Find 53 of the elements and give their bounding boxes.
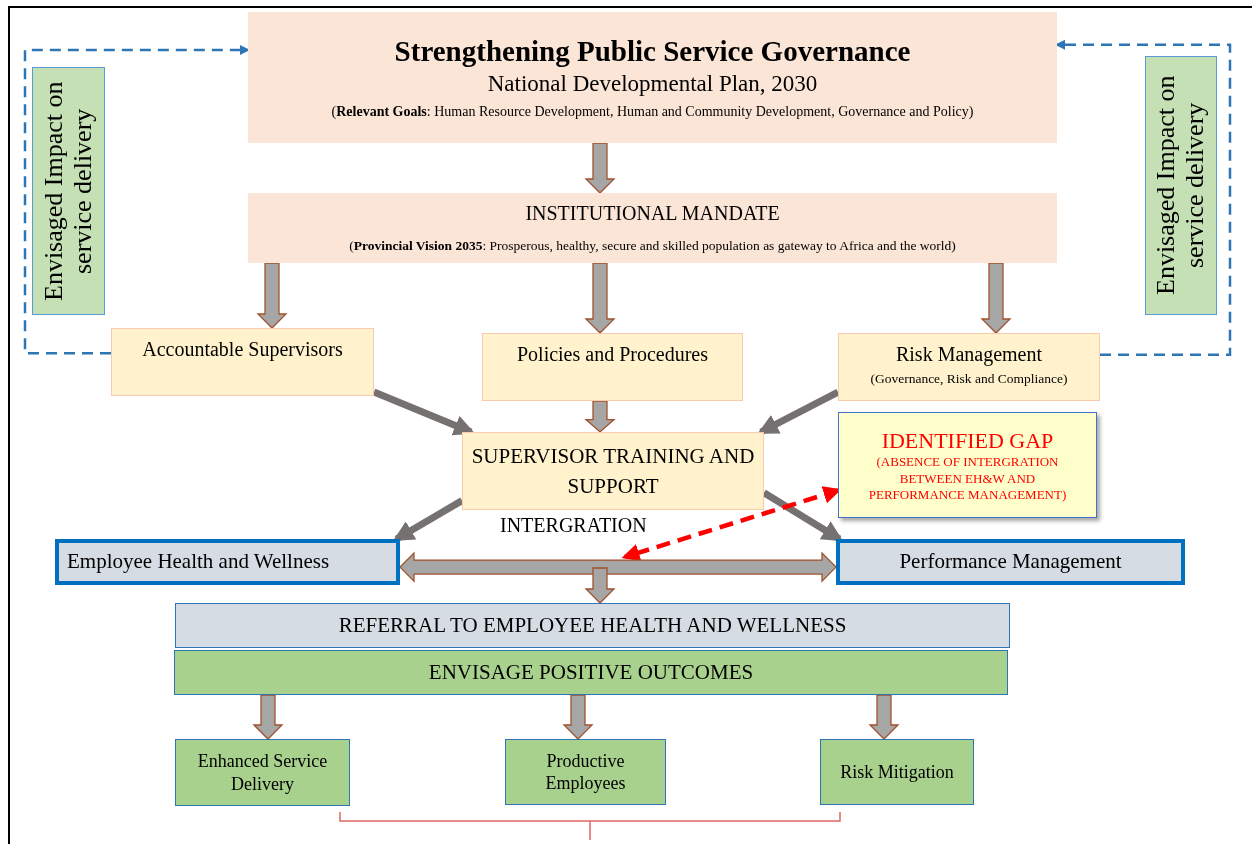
heading-panel (248, 12, 1057, 143)
gap-callout-box (838, 412, 1097, 518)
outcomes-bar (174, 650, 1008, 695)
annotation-text: INTERGRATION (500, 513, 647, 538)
block-arrow (868, 694, 900, 740)
note-text: (Governance, Risk and Compliance) (870, 371, 1068, 388)
heading-text: IDENTIFIED GAP (881, 426, 1054, 455)
note-text: (Provincial Vision 2035: Prosperous, healthy, secure and skilled population as gateway to Africa and the world) (348, 238, 957, 255)
note-text: (ABSENCE OF INTERGRATION BETWEEN EH&W AND PERFORMANCE MANAGEMENT) (867, 454, 1068, 504)
referral-bar (175, 603, 1010, 648)
block-arrow (584, 142, 616, 194)
process-box (55, 539, 400, 585)
process-box (505, 739, 666, 805)
label-text: Accountable Supervisors (142, 337, 343, 362)
process-box (836, 539, 1185, 585)
process-box (175, 739, 350, 806)
label-text: Envisaged Impact on service delivery (39, 80, 98, 303)
arrow (757, 389, 840, 436)
label-text: Employee Health and Wellness (67, 548, 330, 576)
impact-panel (1145, 56, 1217, 315)
label-text: Enhanced Service Delivery (196, 750, 329, 795)
heading-text: Risk Management (895, 342, 1043, 367)
label-text: Envisaged Impact on service delivery (1152, 74, 1210, 298)
process-box (820, 739, 974, 805)
arrow (762, 489, 844, 542)
label-text: Performance Management (899, 548, 1122, 576)
arrow (392, 497, 464, 542)
dashed-arrow (23, 45, 250, 355)
block-arrow (252, 694, 284, 740)
label-text: SUPERVISOR TRAINING AND SUPPORT (471, 442, 755, 500)
process-box (462, 432, 764, 510)
heading-text: Strengthening Public Service Governance (394, 34, 911, 70)
block-arrow (584, 400, 616, 433)
process-box (838, 333, 1100, 401)
label-text: Risk Mitigation (840, 760, 954, 784)
process-box (111, 328, 374, 396)
double-block-arrow (399, 551, 837, 583)
block-arrow (584, 262, 616, 334)
label-text: Productive Employees (544, 749, 627, 795)
arrow (372, 388, 475, 436)
note-text: (Relevant Goals: Human Resource Development, Human and Community Development, Governance and Policy) (330, 103, 975, 122)
impact-panel (32, 67, 105, 315)
block-arrow (562, 694, 594, 740)
process-box (482, 333, 743, 401)
mandate-panel (248, 193, 1057, 263)
block-arrow (980, 262, 1012, 334)
block-arrow (256, 262, 288, 329)
heading-text: INSTITUTIONAL MANDATE (525, 201, 780, 226)
subheading-text: National Developmental Plan, 2030 (487, 69, 818, 98)
label-text: ENVISAGE POSITIVE OUTCOMES (428, 658, 754, 686)
block-arrow (584, 567, 616, 604)
label-text: Policies and Procedures (516, 342, 709, 367)
label-text: REFERRAL TO EMPLOYEE HEALTH AND WELLNESS (338, 611, 847, 639)
